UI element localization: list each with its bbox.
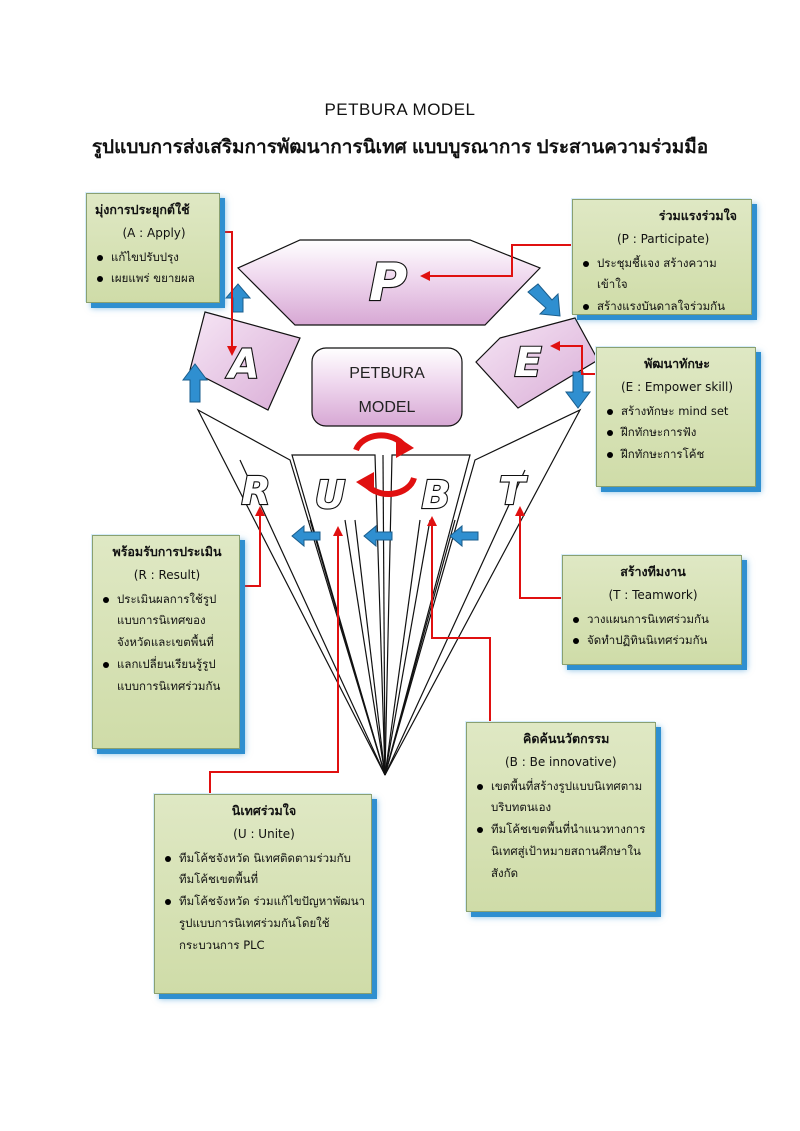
innovative-sub: (B : Be innovative) [505, 754, 617, 769]
participate-item: ประชุมชี้แจง สร้างความเข้าใจ [583, 253, 745, 297]
unite-item: ทีมโค้ชจังหวัด นิเทศติดตามร่วมกับทีมโค้ช… [165, 848, 365, 892]
teamwork-heading: สร้างทีมงาน [620, 564, 686, 579]
empower-item: ฝึกทักษะการฟัง [607, 422, 749, 444]
result-item: ประเมินผลการใช้รูปแบบการนิเทศของจังหวัดแ… [103, 589, 233, 655]
box-result: พร้อมรับการประเมิน (R : Result) ประเมินผ… [92, 535, 240, 749]
flow-arrows [182, 283, 591, 548]
center-box [311, 347, 463, 427]
letter-p: P [369, 253, 407, 313]
box-innovative: คิดค้นนวัตกรรม (B : Be innovative) เขตพื… [466, 722, 656, 912]
facet-a [189, 311, 301, 411]
innovative-item: ทีมโค้ชเขตพื้นที่นำแนวทางการนิเทศสู่เป้า… [477, 819, 649, 885]
teamwork-sub: (T : Teamwork) [608, 587, 698, 602]
apply-sub: (A : Apply) [122, 225, 186, 240]
unite-heading: นิเทศร่วมใจ [231, 803, 297, 818]
result-sub: (R : Result) [133, 567, 201, 582]
letter-u: U [315, 473, 346, 517]
teamwork-item: จัดทำปฏิทินนิเทศร่วมกัน [573, 630, 735, 652]
unite-sub: (U : Unite) [233, 826, 295, 841]
letter-t: T [499, 469, 528, 513]
apply-heading: มุ่งการประยุกต์ใช้ [95, 202, 190, 217]
facet-p [236, 239, 542, 326]
teamwork-item: วางแผนการนิเทศร่วมกัน [573, 609, 735, 631]
result-heading: พร้อมรับการประเมิน [112, 544, 222, 559]
innovative-item: เขตพื้นที่สร้างรูปแบบนิเทศตามบริบทตนเอง [477, 776, 649, 820]
box-participate: ร่วมแรงร่วมใจ (P : Participate) ประชุมชี… [572, 199, 752, 315]
empower-heading: พัฒนาทักษะ [644, 356, 710, 371]
participate-heading: ร่วมแรงร่วมใจ [658, 208, 737, 223]
diamond-body [196, 408, 582, 776]
empower-item: สร้างทักษะ mind set [607, 401, 749, 423]
participate-item: สร้างแรงบันดาลใจร่วมกัน [583, 296, 745, 318]
letter-b: B [422, 473, 451, 517]
empower-item: ฝึกทักษะการโค้ช [607, 444, 749, 466]
box-apply: มุ่งการประยุกต์ใช้ (A : Apply) แก้ไขปรับ… [86, 193, 220, 303]
letter-e: E [514, 340, 541, 386]
unite-item: ทีมโค้ชจังหวัด ร่วมแก้ไขปัญหาพัฒนารูปแบบ… [165, 891, 365, 957]
page-subtitle: รูปแบบการส่งเสริมการพัฒนาการนิเทศ แบบบูร… [91, 137, 709, 158]
letter-r: R [241, 469, 270, 513]
cycle-arrows-icon [353, 432, 417, 497]
box-empower: พัฒนาทักษะ (E : Empower skill) สร้างทักษ… [596, 347, 756, 487]
center-line2: MODEL [359, 399, 416, 416]
letter-a: A [226, 342, 260, 388]
innovative-heading: คิดค้นนวัตกรรม [523, 731, 610, 746]
apply-item: แก้ไขปรับปรุง [97, 247, 213, 269]
apply-item: เผยแพร่ ขยายผล [97, 268, 213, 290]
facet-e [475, 317, 599, 409]
empower-sub: (E : Empower skill) [621, 379, 733, 394]
center-line1: PETBURA [349, 365, 425, 382]
page-title: PETBURA MODEL [324, 100, 476, 119]
box-teamwork: สร้างทีมงาน (T : Teamwork) วางแผนการนิเท… [562, 555, 742, 665]
participate-sub: (P : Participate) [617, 231, 710, 246]
result-item: แลกเปลี่ยนเรียนรู้รูปแบบการนิเทศร่วมกัน [103, 654, 233, 698]
box-unite: นิเทศร่วมใจ (U : Unite) ทีมโค้ชจังหวัด น… [154, 794, 372, 994]
